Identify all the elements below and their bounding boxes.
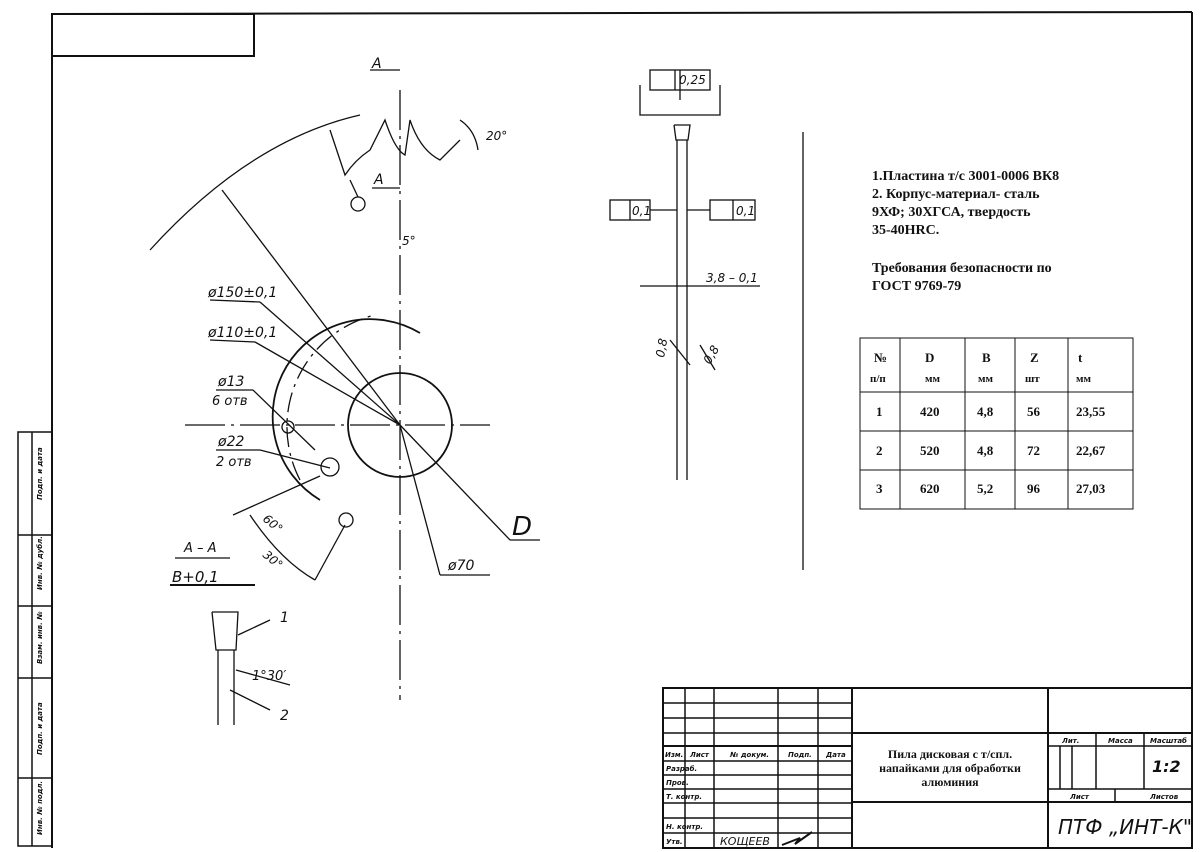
scale-label: Масштаб [1150,737,1187,745]
d22-count-label: 2 отв [216,455,252,470]
table-cell: 23,55 [1076,404,1106,419]
column-label: Подп. [788,751,812,759]
flatness-value: 0,1 [632,204,651,218]
table-row: 2 520 4,8 72 22,67 [876,443,1106,458]
parallel-value: 0,1 [736,204,755,218]
size-table: № п/п D мм B мм Z шт t мм 1 420 4,8 56 2… [859,337,1134,510]
position-2-label: 2 [280,708,289,724]
chamfer-label: 0,8 [700,343,722,367]
role-label: Утв. [666,838,683,846]
d150-label: ø150±0,1 [207,285,277,301]
d13-count-label: 6 отв [212,394,248,409]
mass-label: Масса [1108,737,1133,745]
technical-notes: 1.Пластина т/с 3001-0006 ВК8 2. Корпус-м… [872,169,1059,294]
sheets-label: Листов [1149,793,1179,801]
lit-label: Лит. [1061,737,1079,745]
table-cell: 96 [1027,481,1041,496]
table-cell: 4,8 [977,404,994,419]
column-label: Изм. [665,751,683,759]
saw-side-view: 0,25 0,1 0,1 3,8 – 0,1 0,8 0,8 [609,69,760,480]
chamfer-label: 0,8 [653,337,670,359]
note-line: 2. Корпус-материал- сталь [872,187,1040,202]
column-label: № докум. [729,751,769,759]
drawing-title: напайками для обработки [879,761,1021,775]
table-cell: 27,03 [1076,481,1106,496]
table-cell: 3 [876,481,883,496]
section-title: А – А [183,541,217,556]
diameter-D-label: D [512,512,532,542]
table-cell: 620 [920,481,940,496]
section-mark: А [373,172,384,188]
table-header: № [874,350,887,365]
d70-label: ø70 [447,558,474,574]
table-row: 1 420 4,8 56 23,55 [876,404,1106,419]
d22-label: ø22 [217,434,244,450]
stamp-label: Инв. № дубл. [36,536,44,590]
note-line: ГОСТ 9769-79 [872,279,961,294]
angle-60-label: 60° [260,512,285,536]
signature [781,831,813,846]
table-cell: 22,67 [1076,443,1106,458]
side-stamp: Подп. и дата Инв. № дубл. Взам. инв. № П… [17,431,53,847]
scale-value: 1:2 [1152,757,1181,776]
table-header: t [1078,350,1083,365]
stamp-label: Подп. и дата [36,447,44,500]
dimension-labels: А А 20° 5° ø150±0,1 ø110±0,1 ø13 6 отв ø… [207,56,532,574]
angle-5-label: 5° [402,234,416,248]
table-header-unit: мм [978,373,993,385]
stamp-label: Взам. инв. № [36,611,44,664]
d13-label: ø13 [217,374,244,390]
table-cell: 2 [876,443,883,458]
drawing-title: алюминия [921,775,979,789]
sheet-label: Лист [1069,793,1090,801]
angle-30-label: 30° [260,548,285,572]
table-cell: 4,8 [977,443,994,458]
role-label: Пров. [666,779,689,787]
table-cell: 56 [1027,404,1041,419]
note-line: 35-40HRC. [872,223,939,238]
title-block: Изм. Лист № докум. Подп. Дата Разраб. Пр… [662,687,1193,849]
approver-name: КОЩЕЕВ [720,835,770,848]
role-label: Т. контр. [666,793,702,801]
table-cell: 520 [920,443,940,458]
section-a-a: А – А B+0,1 1 1°30′ 2 [170,541,291,725]
role-label: Н. контр. [666,823,703,831]
stamp-label: Инв. № подл. [36,781,44,835]
column-label: Лист [689,751,710,759]
angle-20-label: 20° [486,129,507,143]
thickness-label: 3,8 – 0,1 [706,271,758,285]
table-cell: 420 [920,404,940,419]
table-header: Z [1030,350,1039,365]
table-cell: 72 [1027,443,1040,458]
table-row: 3 620 5,2 96 27,03 [876,481,1106,496]
column-label: Дата [825,751,846,759]
note-line: 9ХФ; 30ХГСА, твердость [872,205,1031,220]
position-1-label: 1 [280,610,289,626]
table-header-unit: мм [1076,373,1091,385]
table-header-unit: шт [1025,373,1040,385]
table-header-unit: п/п [870,373,886,385]
table-cell: 5,2 [977,481,993,496]
drawing-frame [51,11,1193,848]
table-cell: 1 [876,404,883,419]
angle-1-30-label: 1°30′ [252,669,286,684]
drawing-title: Пила дисковая с т/спл. [888,747,1012,761]
stamp-label: Подп. и дата [36,702,44,755]
runout-value: 0,25 [679,73,706,87]
section-mark: А [371,56,382,72]
d110-label: ø110±0,1 [207,325,277,341]
table-header-unit: мм [925,373,940,385]
company-name: ПТФ „ИНТ-К" [1058,815,1192,839]
role-label: Разраб. [666,765,697,773]
table-header: D [925,350,934,365]
table-header: B [982,350,991,365]
note-line: Требования безопасности по [872,261,1052,276]
note-line: 1.Пластина т/с 3001-0006 ВК8 [872,169,1059,184]
b-tolerance-label: B+0,1 [172,568,219,586]
saw-front-view [149,69,540,700]
